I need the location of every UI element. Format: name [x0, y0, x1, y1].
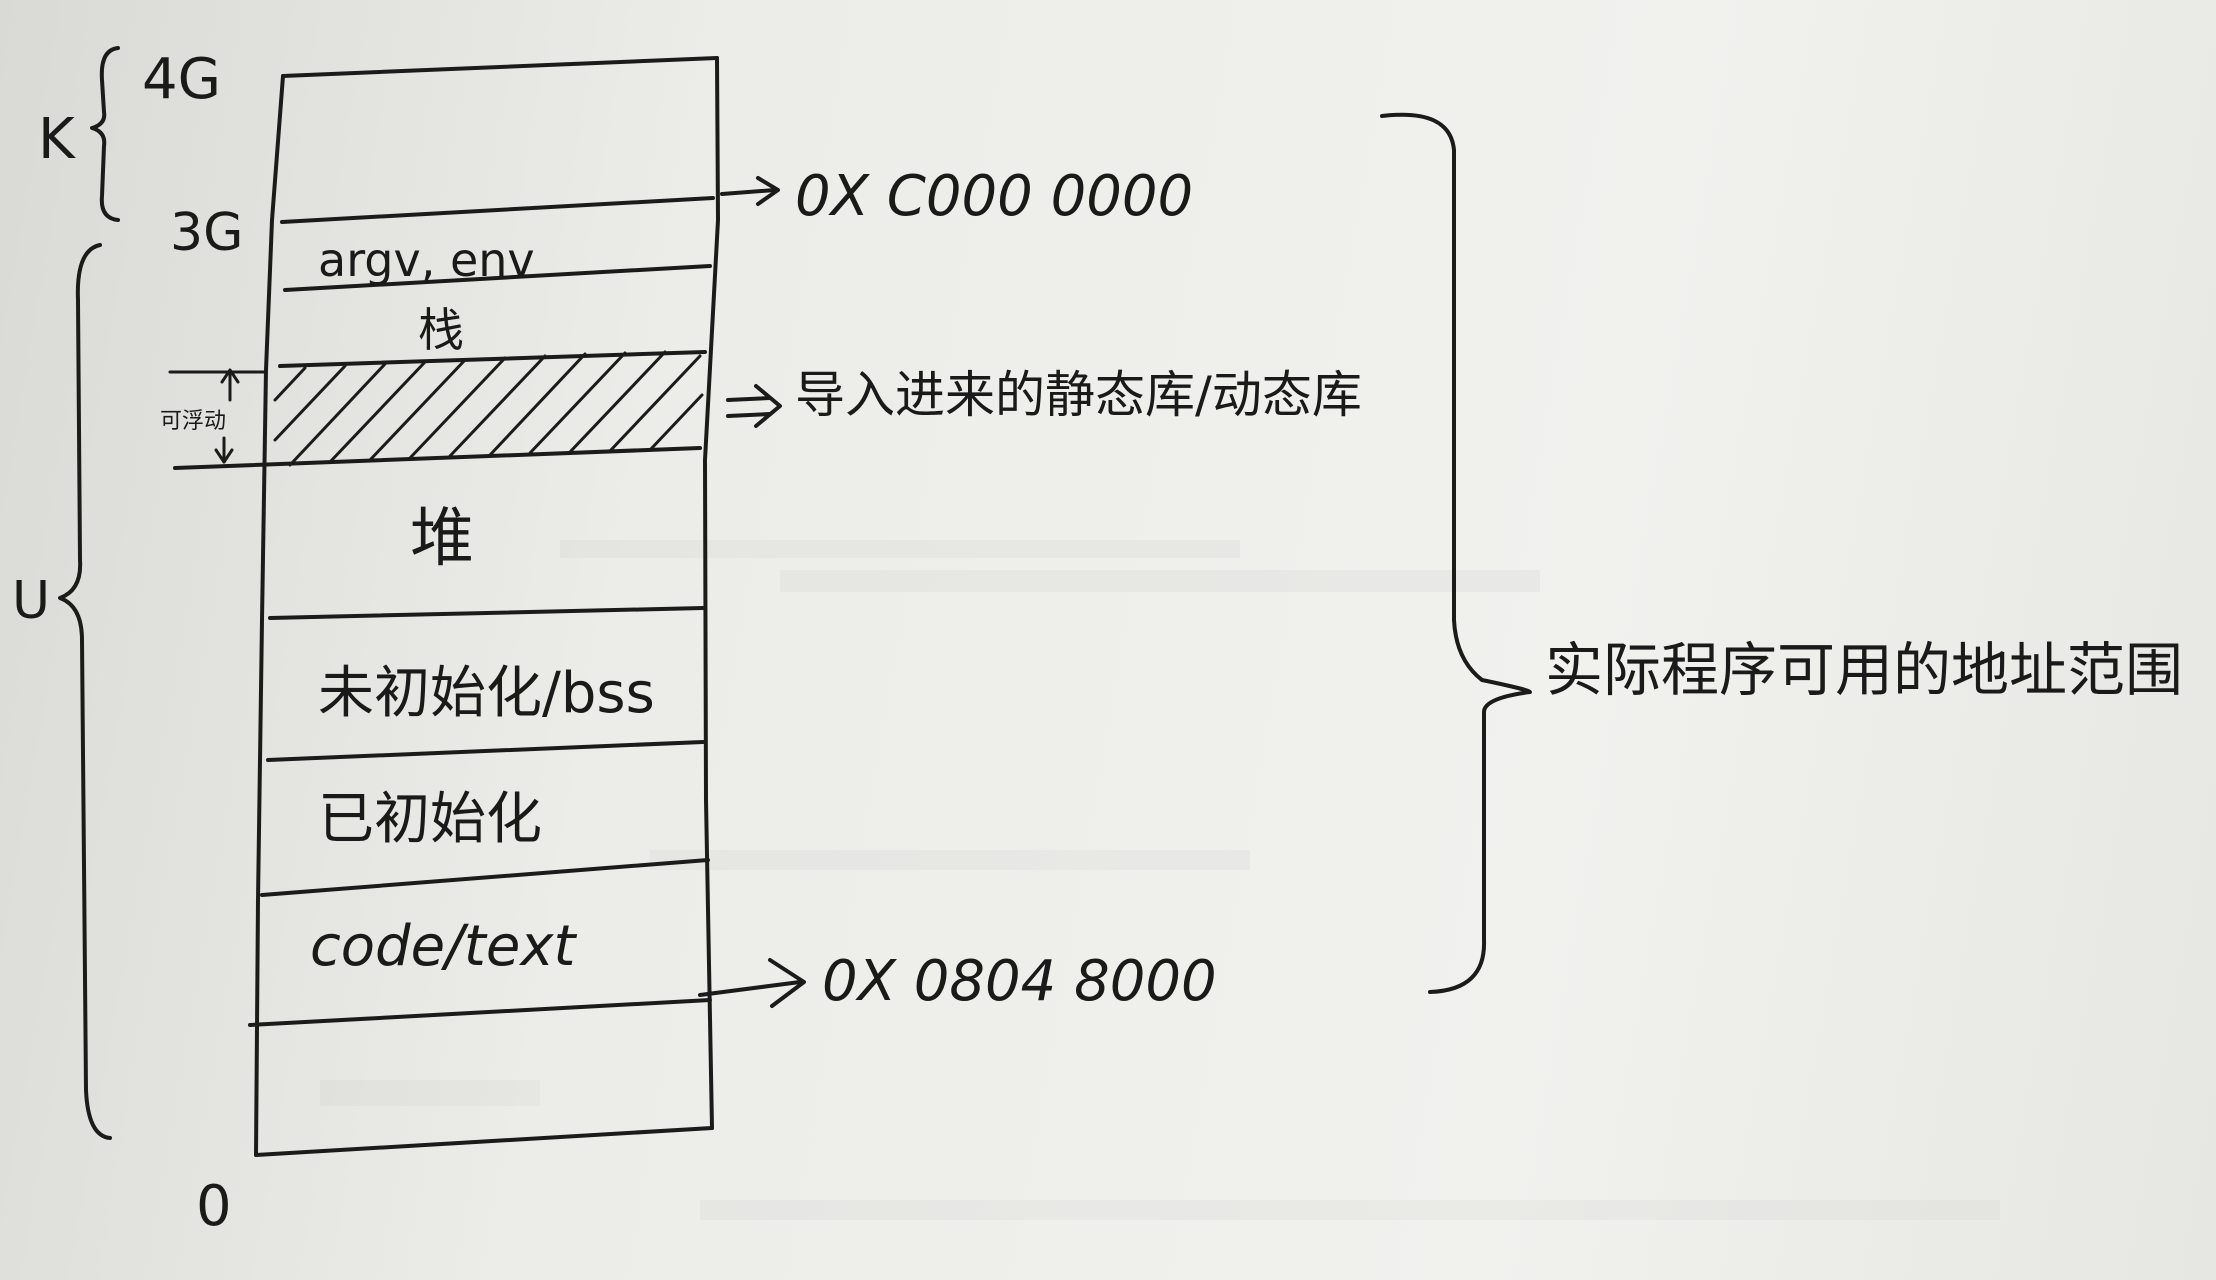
divider-bss-data — [266, 740, 705, 762]
memory-column-outline — [254, 56, 720, 1157]
segment-bss: 未初始化/bss — [318, 661, 655, 726]
movable-marker — [168, 368, 267, 464]
label-usable-range: 实际程序可用的地址范围 — [1545, 636, 2183, 704]
label-3g: 3G — [170, 203, 243, 263]
divider-heap-bss — [268, 606, 705, 620]
address-kernel-start: 0X C000 0000 — [795, 164, 1193, 229]
label-4g: 4G — [142, 47, 221, 112]
library-hatch — [273, 350, 704, 467]
address-code-start: 0X 0804 8000 — [822, 949, 1217, 1014]
segment-heap: 堆 — [410, 502, 474, 576]
label-u: U — [12, 571, 50, 631]
segment-argv-env: argv, env — [318, 233, 535, 287]
segment-text: code/text — [310, 914, 577, 979]
arrow-kernel-start — [720, 176, 780, 206]
label-movable: 可浮动 — [160, 409, 226, 434]
bleed-through-texture — [320, 540, 2000, 1220]
kernel-brace — [90, 46, 120, 222]
segment-stack: 栈 — [418, 303, 464, 357]
label-zero: 0 — [196, 1174, 232, 1239]
divider-data-text — [260, 858, 710, 897]
segment-dividers — [173, 196, 715, 1027]
usable-range-brace — [1380, 112, 1532, 994]
arrow-code-start — [698, 958, 806, 1008]
divider-3g — [280, 196, 715, 224]
divider-stack-libs — [278, 350, 707, 368]
divider-libs-heap — [173, 446, 702, 470]
label-imported-libs: 导入进来的静态库/动态库 — [795, 366, 1362, 424]
user-brace — [58, 243, 112, 1140]
divider-text-null — [248, 998, 712, 1027]
divider-argv-stack — [283, 264, 712, 292]
label-k: K — [38, 107, 76, 172]
segment-data: 已初始化 — [318, 787, 542, 852]
arrow-libs — [726, 384, 782, 428]
